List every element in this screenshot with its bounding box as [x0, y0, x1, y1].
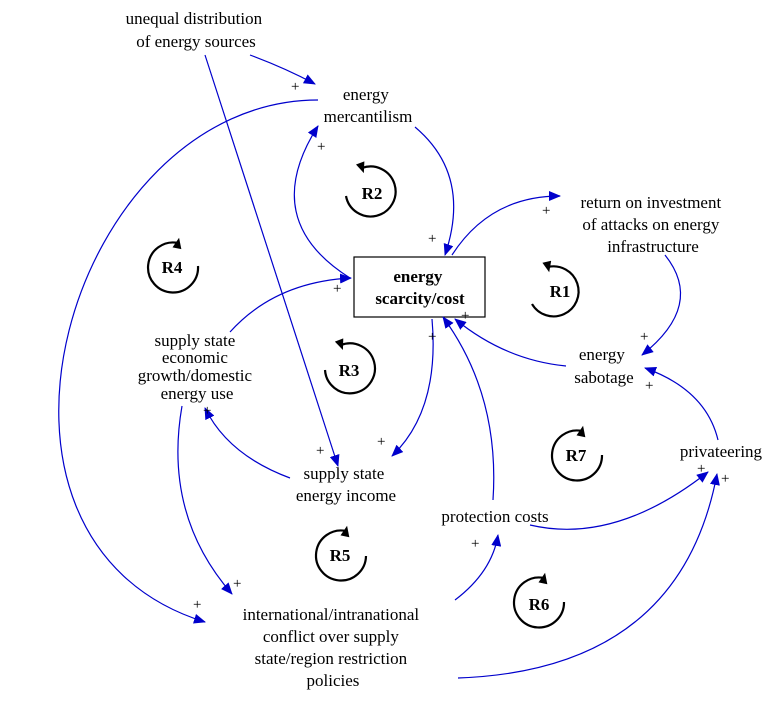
link-mercantilism-to-scarcity [414, 126, 455, 256]
loop-r2: R2 [344, 161, 397, 218]
link-sabotage-to-scarcity [454, 318, 567, 367]
link-mercantilism-to-conflict [58, 99, 319, 624]
polarity-sign: + [640, 329, 648, 345]
loop-r6-label: R6 [529, 595, 550, 614]
polarity-sign: + [471, 536, 479, 552]
link-growth-to-scarcity [229, 273, 352, 333]
link-growth-to-conflict [177, 405, 233, 595]
node-return-on-investment: return on investment of attacks on energ… [581, 193, 726, 256]
node-supply-state-growth: supply state economic growth/domestic en… [138, 331, 257, 403]
polarity-sign: + [333, 281, 341, 297]
loop-r5: R5 [314, 525, 368, 582]
link-protection-to-privateering [529, 471, 709, 530]
link-conflict-to-privateering [457, 473, 720, 679]
link-privateering-to-sabotage [644, 367, 719, 441]
polarity-sign: + [697, 461, 705, 477]
node-privateering: privateering [680, 442, 763, 461]
polarity-sign: + [233, 576, 241, 592]
polarity-sign: + [203, 403, 211, 419]
link-conflict-to-protection [454, 534, 502, 601]
loop-r7-label: R7 [566, 446, 587, 465]
link-roi-to-sabotage [641, 254, 682, 356]
link-income-to-growth [204, 407, 291, 479]
polarity-sign: + [193, 597, 201, 613]
polarity-sign: + [377, 434, 385, 450]
energy-scarcity-box [353, 256, 486, 318]
loop-r7: R7 [550, 425, 604, 482]
polarity-sign: + [645, 378, 653, 394]
node-energy-scarcity-cost: energy scarcity/cost [375, 267, 465, 308]
node-energy-sabotage: energy sabotage [574, 345, 633, 387]
node-unequal-distribution: unequal distribution of energy sources [126, 9, 267, 51]
node-international-conflict: international/intranational conflict ove… [243, 605, 424, 690]
polarity-sign: + [316, 443, 324, 459]
polarity-sign: + [542, 203, 550, 219]
polarity-sign: + [291, 79, 299, 95]
node-protection-costs: protection costs [441, 507, 548, 526]
link-unequal-to-mercantilism [249, 54, 316, 85]
link-scarcity-to-income [391, 318, 434, 457]
node-energy-mercantilism: energy mercantilism [324, 85, 413, 126]
causal-links [58, 54, 720, 679]
loop-r4: R4 [146, 237, 200, 294]
loop-r3-label: R3 [339, 361, 360, 380]
polarity-sign: + [428, 329, 436, 345]
loop-r6: R6 [512, 572, 566, 629]
polarity-sign: + [317, 139, 325, 155]
loop-r4-label: R4 [162, 258, 183, 277]
link-scarcity-to-mercantilism [293, 125, 351, 279]
polarity-sign: + [428, 231, 436, 247]
loop-r1: R1 [531, 260, 580, 318]
loop-r2-label: R2 [362, 184, 383, 203]
loop-r3: R3 [323, 338, 377, 395]
polarity-sign: + [461, 308, 469, 324]
polarity-signs: + + + + + + + + + + + + + + + + + [193, 79, 729, 613]
loop-r5-label: R5 [330, 546, 351, 565]
link-protection-to-scarcity [442, 316, 495, 501]
polarity-sign: + [721, 471, 729, 487]
link-unequal-to-income [204, 54, 340, 467]
loop-r1-label: R1 [550, 282, 571, 301]
link-scarcity-to-roi [451, 191, 561, 256]
node-supply-state-income: supply state energy income [296, 464, 396, 505]
